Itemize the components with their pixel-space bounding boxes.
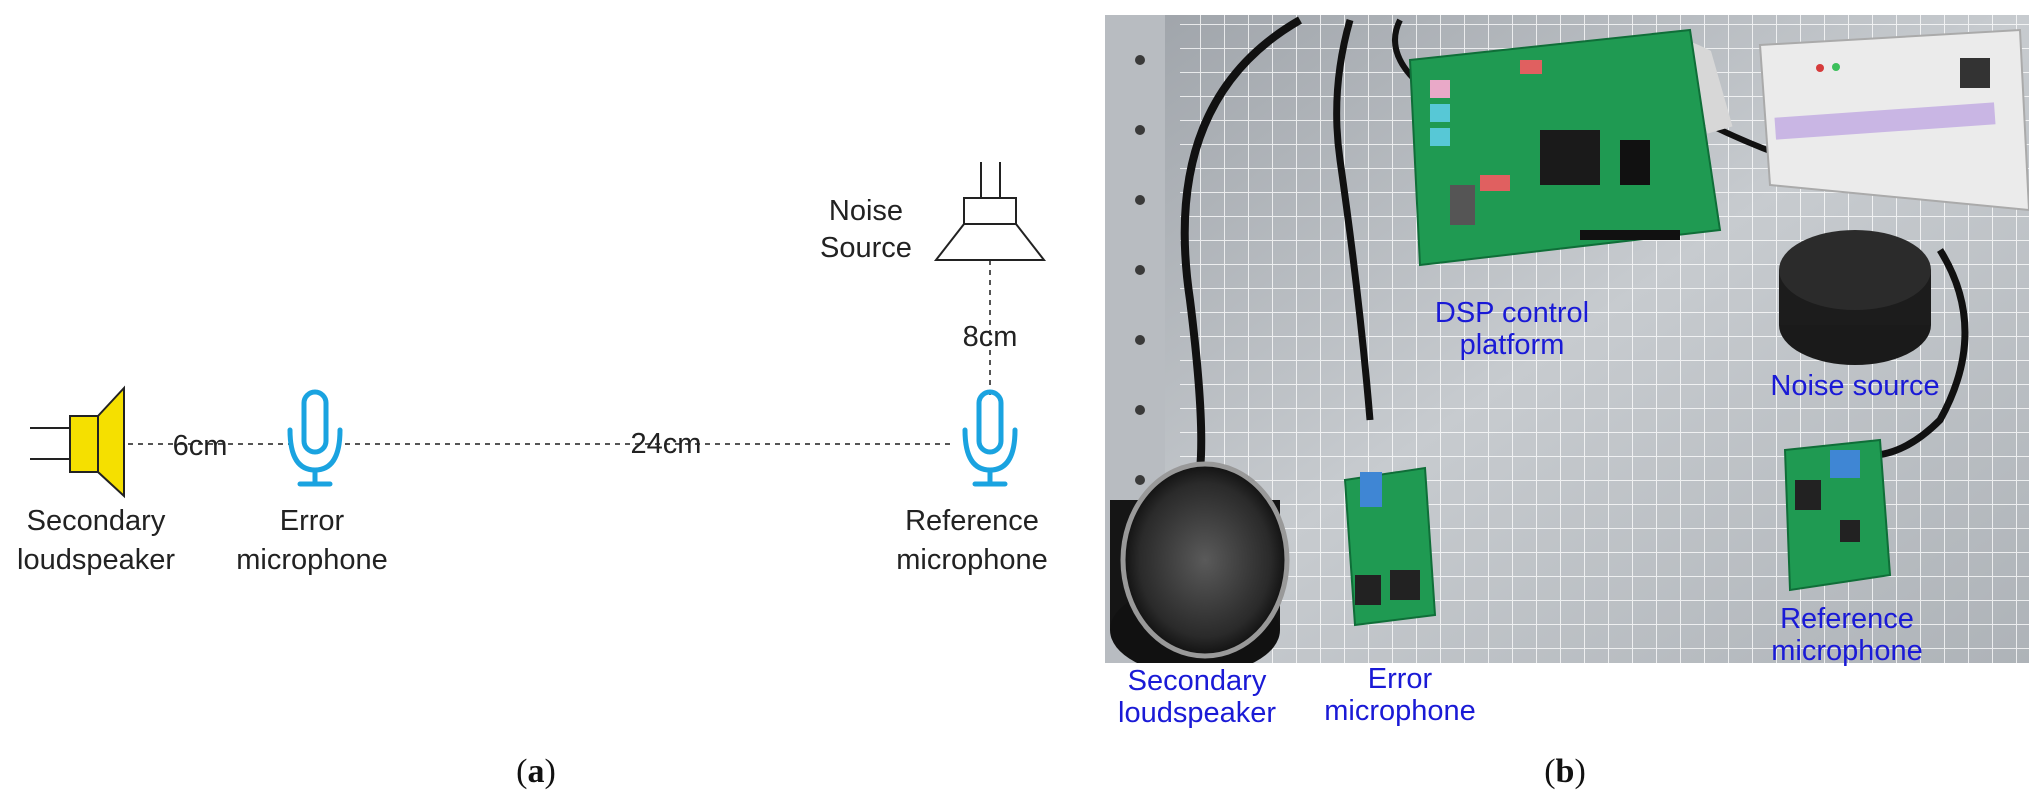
dsp-emulator-box <box>1758 28 2029 212</box>
noise-source-label-line1: Noise <box>829 195 903 227</box>
secondary-loudspeaker-label-line2: loudspeaker <box>17 544 175 576</box>
noise-source-speaker-photo <box>1779 230 1931 365</box>
dsp-board <box>1408 28 1722 267</box>
secondary-loudspeaker-photo-label-line2: loudspeaker <box>1118 697 1276 729</box>
noise-source-speaker-icon <box>933 162 1047 261</box>
error-microphone-label-line1: Error <box>280 505 345 537</box>
reference-microphone-board <box>1783 438 1892 592</box>
error-microphone-photo-label-line2: microphone <box>1324 695 1476 727</box>
distance-speaker-error: 6cm <box>173 430 228 462</box>
secondary-loudspeaker-icon <box>30 385 125 499</box>
reference-microphone-photo-label-line2: microphone <box>1771 635 1923 667</box>
secondary-loudspeaker-photo <box>1110 461 1290 663</box>
error-microphone-board <box>1343 466 1437 627</box>
error-microphone-icon <box>287 389 343 487</box>
reference-microphone-photo-label-line1: Reference <box>1780 603 1914 635</box>
error-microphone-label-line2: microphone <box>236 544 388 576</box>
error-microphone-photo-label-line1: Error <box>1368 663 1433 695</box>
reference-microphone-label-line1: Reference <box>905 505 1039 537</box>
noise-source-photo-label: Noise source <box>1770 370 1939 402</box>
dsp-platform-label-line1: DSP control <box>1435 297 1589 329</box>
reference-microphone-label-line2: microphone <box>896 544 1048 576</box>
caption-a: (a) <box>516 753 556 790</box>
noise-source-label-line2: Source <box>820 232 912 264</box>
secondary-loudspeaker-photo-label-line1: Secondary <box>1128 665 1267 697</box>
caption-b: (b) <box>1544 753 1586 790</box>
distance-noise-reference: 8cm <box>963 321 1018 353</box>
secondary-loudspeaker-label-line1: Secondary <box>27 505 166 537</box>
distance-error-reference: 24cm <box>631 428 702 460</box>
panel-a-diagram: Noise Source 8cm 6cm 24cm Secondary loud… <box>17 162 1048 790</box>
reference-microphone-icon <box>962 389 1018 487</box>
dsp-platform-label-line2: platform <box>1460 329 1565 361</box>
panel-b-photo: DSP control platform Noise source Refere… <box>1105 15 2029 790</box>
